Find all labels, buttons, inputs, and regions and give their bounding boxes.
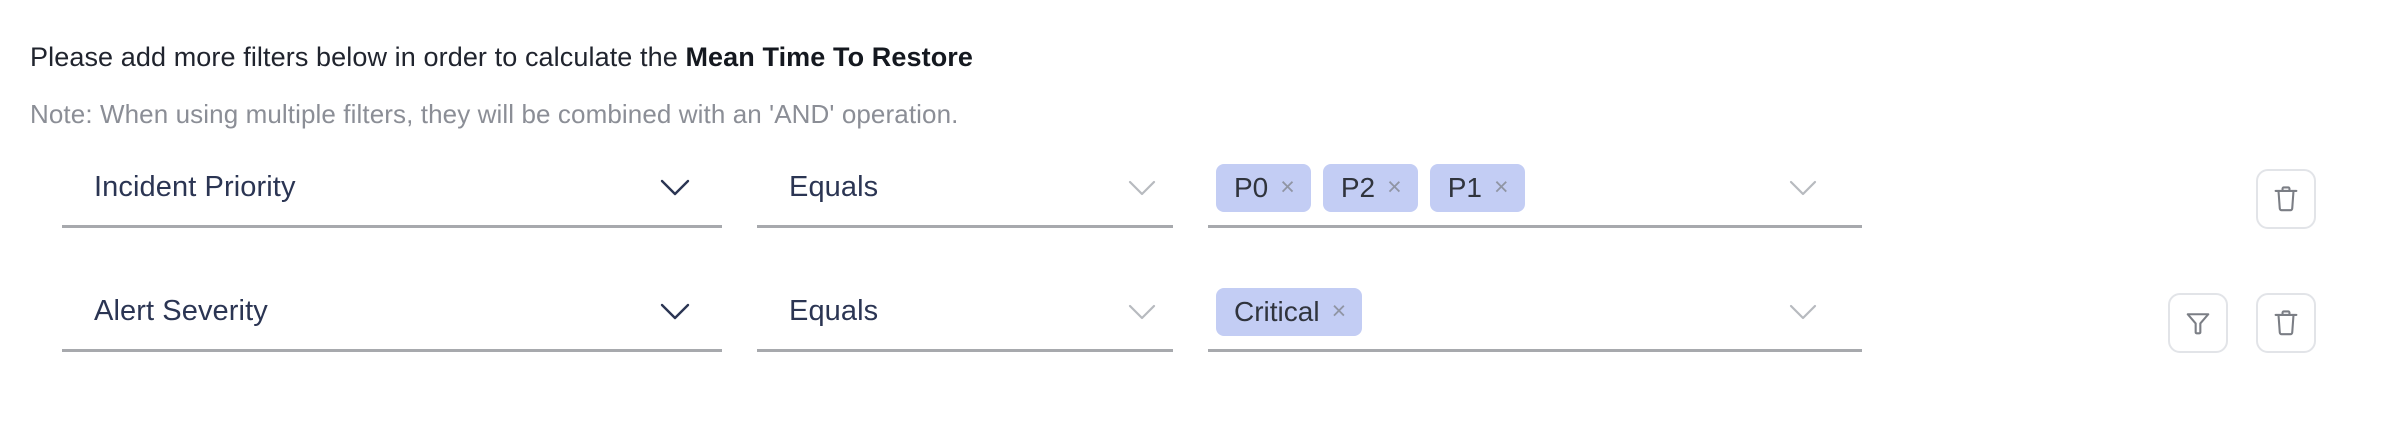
chevron-down-icon[interactable] [652,165,698,211]
filter-attribute-select[interactable]: Alert Severity [62,274,722,352]
chevron-down-icon[interactable] [652,289,698,335]
chevron-down-icon[interactable] [1119,289,1165,335]
filter-operator-value: Equals [789,295,879,327]
chevron-down-icon[interactable] [1119,165,1165,211]
filter-row-actions [2256,160,2316,238]
close-icon[interactable]: × [1387,173,1402,201]
note-text: Note: When using multiple filters, they … [30,99,959,129]
filter-operator-value: Equals [789,171,879,203]
value-tag-label: P1 [1447,171,1482,203]
value-tag[interactable]: Critical × [1216,287,1363,336]
instruction-prefix: Please add more filters below in order t… [30,42,686,72]
filter-attribute-value: Alert Severity [94,295,268,327]
filter-operator-select[interactable]: Equals [757,274,1173,352]
chevron-down-icon[interactable] [1780,165,1826,211]
close-icon[interactable]: × [1331,297,1347,325]
value-tag-label: P2 [1340,171,1376,203]
filter-value-tags: Critical × [1208,287,1780,336]
funnel-icon [2184,309,2212,337]
chevron-down-icon[interactable] [1780,289,1826,335]
filter-operator-select[interactable]: Equals [757,150,1173,228]
filter-values-select[interactable]: P0 × P2 × P1 × [1208,150,1862,228]
delete-filter-button[interactable] [2256,293,2316,353]
trash-icon [2272,308,2300,338]
value-tag[interactable]: P1 × [1429,163,1525,212]
filter-row-actions [2168,284,2316,362]
value-tag-label: P0 [1234,171,1269,203]
filter-row: Alert Severity Equals Critical × [0,274,2408,398]
filter-attribute-value: Incident Priority [94,171,296,203]
value-tag[interactable]: P2 × [1322,163,1418,212]
close-icon[interactable]: × [1493,173,1509,201]
filter-rows: Incident Priority Equals P0 × [0,150,2408,398]
add-filter-button[interactable] [2168,293,2228,353]
metric-name: Mean Time To Restore [685,42,974,72]
filter-row: Incident Priority Equals P0 × [0,150,2408,274]
value-tag-label: Critical [1234,295,1320,327]
filter-value-tags: P0 × P2 × P1 × [1208,163,1780,212]
instruction-text: Please add more filters below in order t… [30,40,973,74]
filter-values-select[interactable]: Critical × [1208,274,1862,352]
close-icon[interactable]: × [1280,173,1295,201]
filter-attribute-select[interactable]: Incident Priority [62,150,722,228]
delete-filter-button[interactable] [2256,169,2316,229]
trash-icon [2272,184,2300,214]
value-tag[interactable]: P0 × [1216,163,1311,212]
